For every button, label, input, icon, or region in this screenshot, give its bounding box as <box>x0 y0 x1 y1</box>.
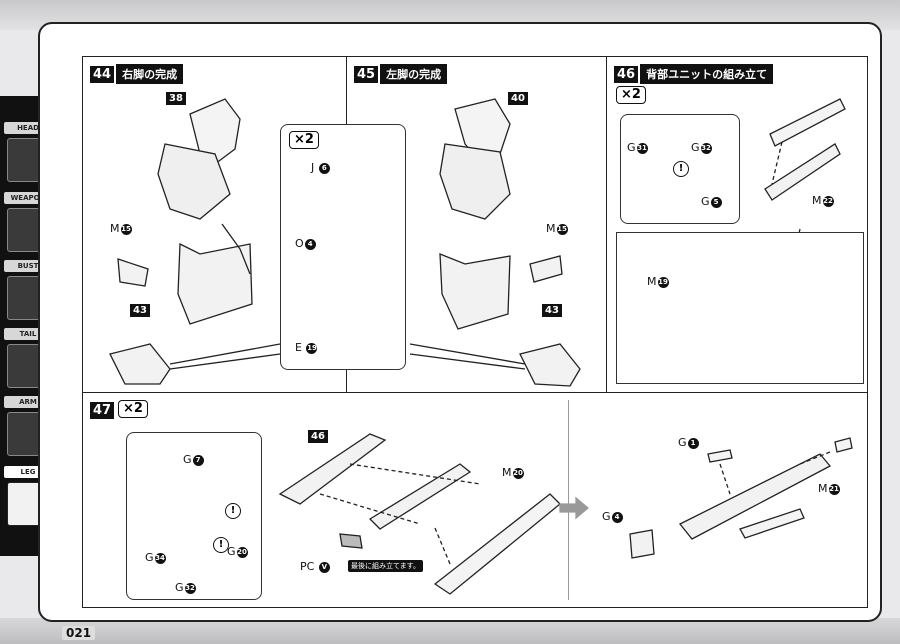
part-letter: M <box>647 275 657 288</box>
part-circle: 6 <box>318 162 330 174</box>
step-45-heading: 45 左脚の完成 <box>354 64 448 84</box>
part-circle: 5 <box>710 196 722 208</box>
caution-icon: ! <box>225 503 241 519</box>
step-title: 背部ユニットの組み立て <box>640 64 774 84</box>
step-46-heading: 46 背部ユニットの組み立て <box>614 64 774 84</box>
part-letter: M <box>502 466 512 479</box>
part-number-tag: 46 <box>308 430 328 443</box>
part-circle: 4 <box>304 238 316 250</box>
step-47-heading: 47 <box>90 402 115 419</box>
part-circle: 7 <box>192 454 204 466</box>
part-letter: E <box>295 341 302 354</box>
part-circle: 19 <box>657 276 669 288</box>
part-circle: 21 <box>828 483 840 495</box>
part-circle: 32 <box>184 582 196 594</box>
multiplier-badge: ×2 <box>118 400 148 418</box>
multiplier-badge: ×2 <box>616 86 646 104</box>
part-letter: J <box>311 161 315 174</box>
part-letter: M <box>110 222 120 235</box>
part-letter: O <box>295 237 304 250</box>
part-letter: M <box>812 194 822 207</box>
caution-icon: ! <box>213 537 229 553</box>
caution-icon: ! <box>673 161 689 177</box>
part-circle: 22 <box>822 195 834 207</box>
part-label: E 19 <box>295 341 318 354</box>
part-circle: V <box>318 561 330 573</box>
step-44-heading: 44 右脚の完成 <box>90 64 184 84</box>
assembly-note: 最後に組み立てます。 <box>348 560 423 572</box>
multiplier-badge: ×2 <box>289 131 319 149</box>
part-letter: G <box>678 436 687 449</box>
part-letter: M <box>818 482 828 495</box>
part-circle: 20 <box>512 467 524 479</box>
part-letter: PC <box>300 560 315 573</box>
part-circle: 32 <box>700 142 712 154</box>
step-47-divider <box>568 400 569 600</box>
part-number-tag: 43 <box>542 304 562 317</box>
part-circle: 19 <box>306 342 318 354</box>
step-title: 左脚の完成 <box>380 64 448 84</box>
part-circle: 4 <box>611 511 623 523</box>
part-circle: 15 <box>556 223 568 235</box>
part-label: J 6 <box>311 161 330 174</box>
step-number: 45 <box>354 65 379 83</box>
part-circle: 31 <box>636 142 648 154</box>
step-number: 44 <box>90 65 115 83</box>
page-number: 021 <box>62 626 96 640</box>
part-letter: G <box>627 141 636 154</box>
part-number-tag: 38 <box>166 92 186 105</box>
part-circle: 20 <box>236 546 248 558</box>
part-number-tag: 43 <box>130 304 150 317</box>
part-letter: G <box>602 510 611 523</box>
part-letter: G <box>145 551 154 564</box>
part-circle: 34 <box>154 552 166 564</box>
step-number: 47 <box>90 402 115 419</box>
part-letter: G <box>227 545 236 558</box>
part-letter: G <box>691 141 700 154</box>
step-number: 46 <box>614 65 639 83</box>
part-number-tag: 40 <box>508 92 528 105</box>
step-title: 右脚の完成 <box>116 64 184 84</box>
part-circle: 15 <box>120 223 132 235</box>
part-letter: G <box>701 195 710 208</box>
bottom-frame <box>0 618 900 644</box>
part-letter: G <box>183 453 192 466</box>
part-letter: G <box>175 581 184 594</box>
part-letter: M <box>546 222 556 235</box>
part-label: PC V <box>300 560 330 573</box>
part-circle: 1 <box>687 437 699 449</box>
